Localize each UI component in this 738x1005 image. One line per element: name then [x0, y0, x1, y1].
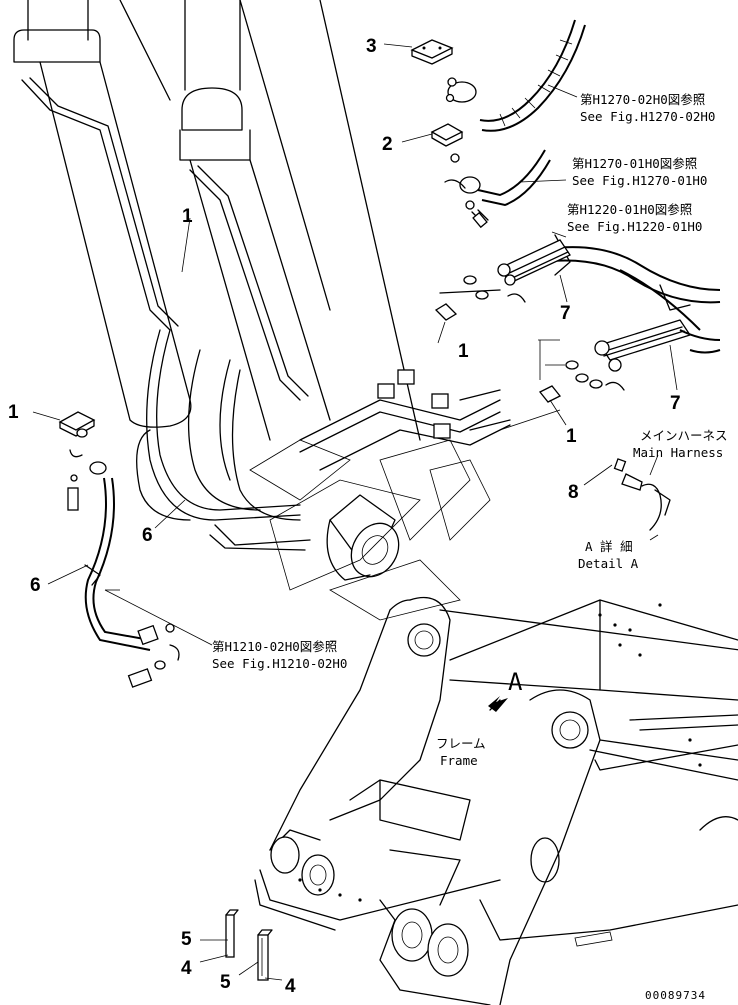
callout-1: 1: [8, 402, 19, 423]
frame-label-en: Frame: [440, 753, 478, 768]
callout-1: 1: [458, 341, 469, 362]
ref-h1220-01-jp: 第H1220-01H0図参照: [567, 202, 692, 217]
main-harness-label-en: Main Harness: [633, 445, 723, 460]
drawing-code: 00089734: [645, 989, 706, 1002]
ref-h1210-02-en: See Fig.H1210-02H0: [212, 656, 347, 671]
boom-outline: [119, 0, 421, 441]
annotation-labels: メインハーネス Main Harness A 詳 細 Detail A A フレ…: [436, 428, 728, 1002]
shim-plates: [225, 909, 273, 981]
detail-a-label-en: Detail A: [578, 556, 639, 571]
callout-5: 5: [220, 972, 231, 993]
boom-foot-pin: [326, 494, 400, 581]
frame-label-jp: フレーム: [436, 736, 486, 751]
hose-h1270-02: [410, 19, 586, 132]
detail-pipe-6: [58, 411, 180, 688]
boom-cylinder-left: [13, 0, 192, 428]
callout-8: 8: [568, 482, 579, 503]
ref-h1220-01-en: See Fig.H1220-01H0: [567, 219, 702, 234]
leader-lines: [32, 43, 678, 981]
ref-h1210-02-jp: 第H1210-02H0図参照: [212, 639, 337, 654]
frame: [254, 596, 738, 1005]
callout-4: 4: [181, 958, 192, 979]
callout-2: 2: [382, 134, 393, 155]
harness-detail-a: [613, 458, 671, 531]
callout-3: 3: [366, 36, 377, 57]
callout-7: 7: [670, 393, 681, 414]
hose-h1270-01: [430, 123, 551, 229]
ref-h1270-02-jp: 第H1270-02H0図参照: [580, 92, 705, 107]
callout-5: 5: [181, 929, 192, 950]
ref-h1270-02-en: See Fig.H1270-02H0: [580, 109, 715, 124]
callout-1: 1: [182, 206, 193, 227]
detail-a-label-jp: A 詳 細: [585, 539, 633, 554]
figure-references: 第H1270-02H0図参照 See Fig.H1270-02H0 第H1270…: [212, 92, 715, 671]
boom-pipes: [21, 77, 309, 401]
outline-logo-shape: [249, 439, 491, 621]
hose-h1220-01: [434, 234, 721, 403]
hose-loops: [136, 329, 311, 551]
view-a-label: A: [508, 668, 523, 696]
frame-bolt-holes: [298, 603, 702, 902]
ref-h1270-01-jp: 第H1270-01H0図参照: [572, 156, 697, 171]
center-tube-assembly: [299, 369, 511, 471]
callout-6: 6: [30, 575, 41, 596]
callout-7: 7: [560, 303, 571, 324]
callout-6: 6: [142, 525, 153, 546]
main-harness-label-jp: メインハーネス: [640, 428, 728, 443]
boom-cylinder-right: [179, 0, 331, 441]
ref-h1270-01-en: See Fig.H1270-01H0: [572, 173, 707, 188]
callout-4: 4: [285, 976, 296, 997]
callout-1: 1: [566, 426, 577, 447]
callouts: 3 2 1 1 1 1 7 7 6 6 8 5 4 5 4: [8, 36, 681, 997]
